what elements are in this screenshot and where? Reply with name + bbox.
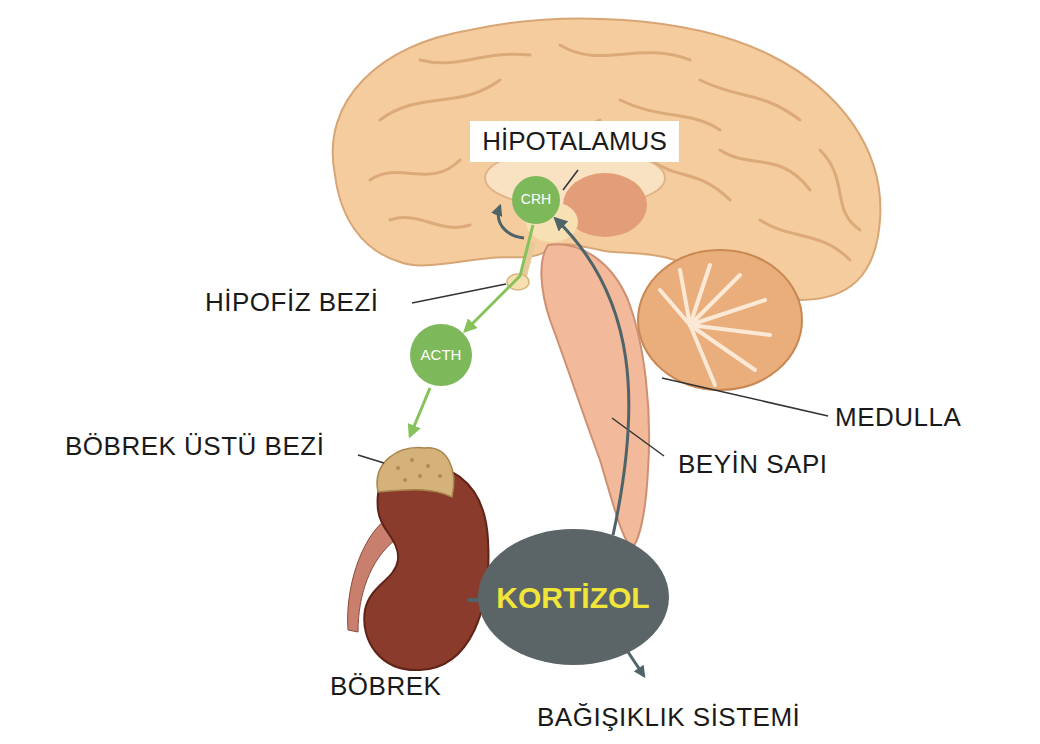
- system-label: BAĞIŞIKLIK SİSTEMİ: [537, 703, 800, 733]
- node-text: ACTH: [421, 347, 462, 364]
- region-label-box: HİPOTALAMUS: [470, 121, 679, 162]
- label-box-fill: [470, 121, 679, 162]
- kidney: [364, 466, 488, 670]
- hormone-oval: [478, 529, 669, 665]
- part-label: BEYİN SAPI: [678, 450, 828, 480]
- node-text: CRH: [521, 192, 551, 207]
- node-text: HİPOTALAMUS: [482, 127, 666, 156]
- part-label: BÖBREK: [330, 672, 441, 702]
- part-label: BÖBREK ÜSTÜ BEZİ: [65, 432, 324, 462]
- part-label: HİPOFİZ BEZİ: [205, 288, 379, 318]
- part-label: MEDULLA: [835, 403, 961, 433]
- brain-gyri: [370, 45, 860, 260]
- acth-to-adrenal-arrow: [410, 388, 430, 436]
- cerebrum: [333, 19, 881, 300]
- connector-arrow: [465, 225, 533, 331]
- hormone-disc: [410, 324, 472, 386]
- adrenal-gland: [377, 448, 454, 497]
- node-text: KORTİZOL: [496, 581, 649, 614]
- cortisol-to-immune-arrow: [628, 652, 644, 676]
- leader-lines: [358, 170, 828, 463]
- arbor-vitae: [660, 265, 770, 385]
- hormone-circle: ACTH: [410, 324, 472, 386]
- connector-arrow: [555, 219, 628, 536]
- hormone-ellipse: KORTİZOL: [478, 529, 669, 665]
- hormone-disc: [512, 176, 560, 224]
- hormone-circle: CRH: [512, 176, 560, 224]
- cerebellum: [638, 250, 802, 390]
- adrenal-texture: [396, 458, 442, 482]
- brain-stem: [541, 244, 649, 548]
